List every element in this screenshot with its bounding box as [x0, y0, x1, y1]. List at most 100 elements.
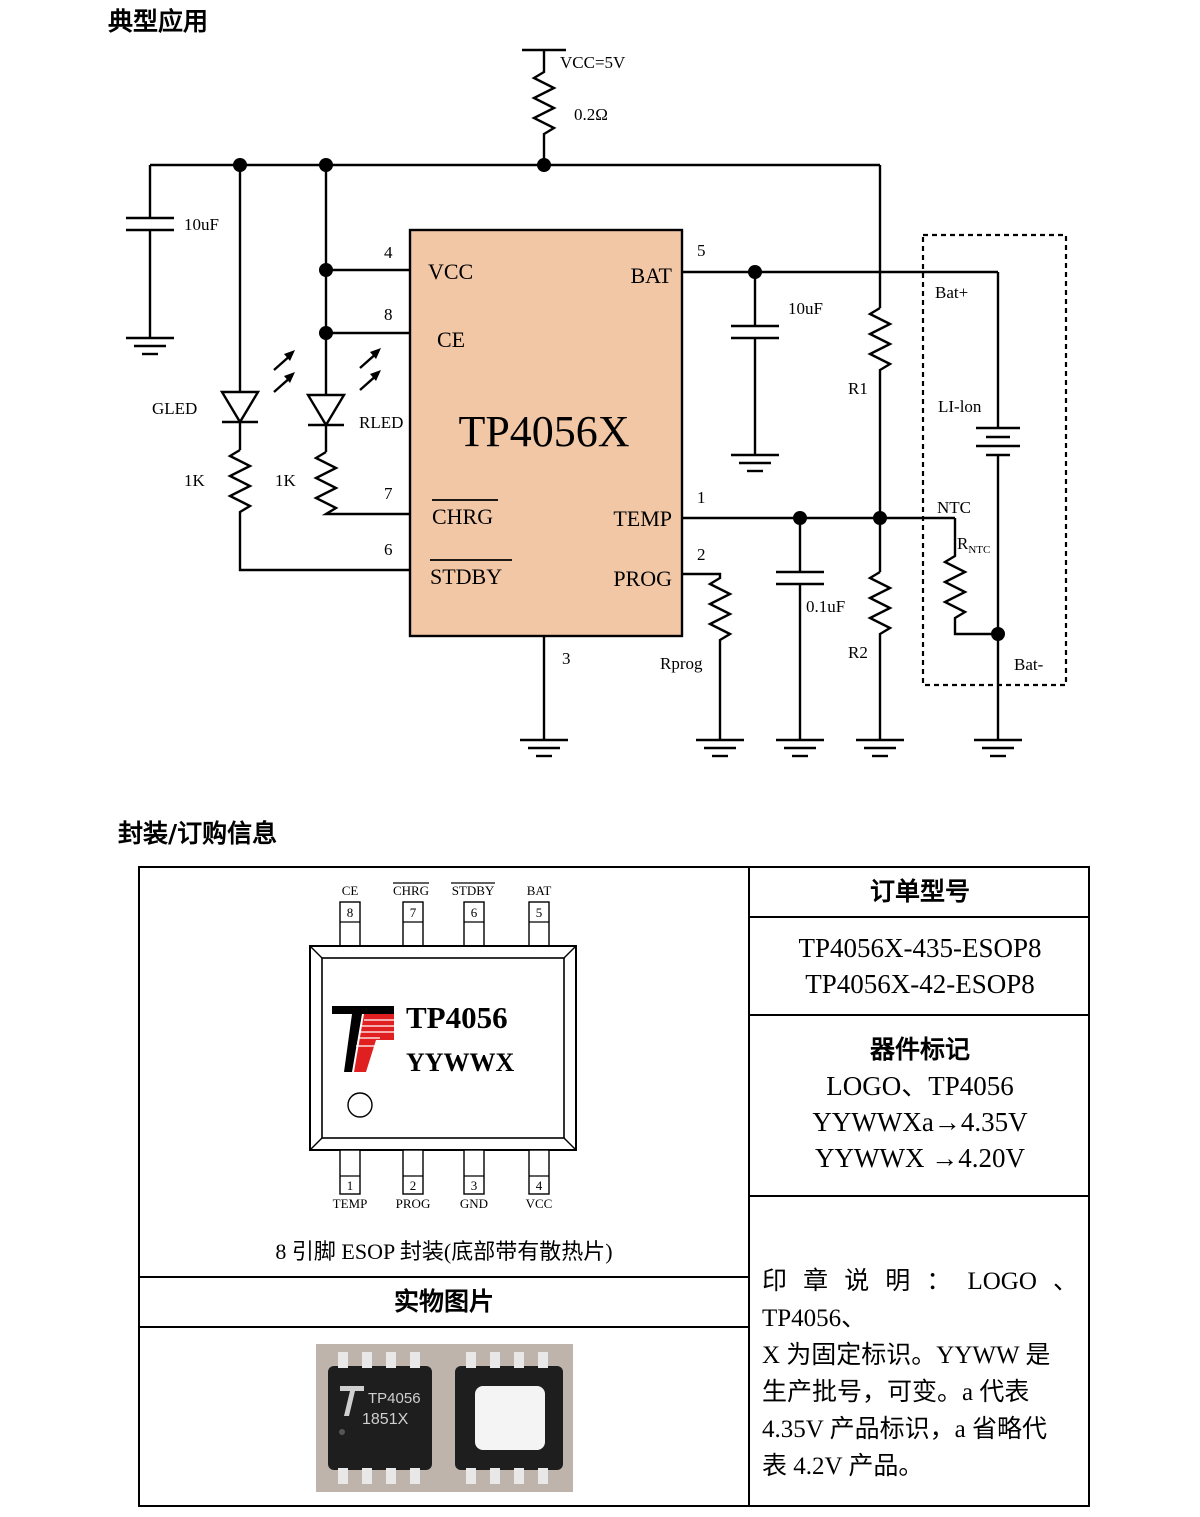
marking-line: YYWWX →4.20V	[815, 1143, 1025, 1173]
gled-resistor-label: 1K	[184, 471, 206, 490]
table-divider	[748, 1195, 1088, 1197]
chip-marking-2: 1851X	[362, 1411, 409, 1428]
chip-photo: TP4056 1851X	[316, 1344, 573, 1492]
esop8-package-drawing: CE CHRG STDBY BAT 8 7 6 5	[309, 882, 577, 1211]
input-cap-label: 10uF	[184, 215, 219, 234]
marking-title: 器件标记	[869, 1035, 970, 1064]
note-line: 生产批号，可变。a 代表	[762, 1379, 1030, 1406]
application-schematic: VCC=5V 0.2Ω 10uF GLED 1K	[126, 48, 1068, 758]
junction-dot	[319, 263, 333, 277]
pin-lead	[339, 1149, 361, 1195]
pin-label-prog: PROG	[613, 566, 672, 591]
pin-label-chrg: CHRG	[432, 504, 493, 529]
r2-label: R2	[848, 643, 868, 662]
ic-name: TP4056X	[458, 407, 629, 456]
pin-number: 7	[410, 905, 417, 920]
package-drawing-cell: CE CHRG STDBY BAT 8 7 6 5	[140, 868, 748, 1276]
pin-number-stdby: 6	[384, 540, 393, 559]
junction-dot	[537, 158, 551, 172]
pin-label-ce: CE	[437, 327, 465, 352]
section-title-typical-application: 典型应用	[108, 7, 209, 36]
ordering-parts: TP4056X-435-ESOP8 TP4056X-42-ESOP8	[750, 930, 1090, 1002]
thermal-pad	[475, 1386, 545, 1450]
pin-name: PROG	[396, 1196, 431, 1211]
junction-dot	[873, 511, 887, 525]
pin-number-vcc: 4	[384, 243, 393, 262]
pin-number-temp: 1	[697, 488, 706, 507]
rled-emission-arrows	[359, 348, 381, 391]
photo-title: 实物图片	[393, 1287, 494, 1316]
r1-r2-divider	[856, 165, 904, 758]
package-marking-line1: TP4056	[406, 1000, 508, 1035]
pin-number: 4	[536, 1178, 543, 1193]
table-divider	[140, 1276, 748, 1278]
temp-capacitor	[776, 518, 824, 758]
pin-lead	[402, 1149, 424, 1195]
junction-dot	[991, 627, 1005, 641]
brand-logo	[332, 1006, 394, 1072]
pin1-indicator	[347, 1092, 373, 1118]
table-divider	[748, 1014, 1088, 1016]
pin-number-gnd: 3	[562, 649, 571, 668]
part-number: TP4056X-42-ESOP8	[805, 969, 1035, 999]
junction-dot	[319, 326, 333, 340]
ic-ground	[520, 636, 568, 758]
marking-note: 印章说明：LOGO、TP4056、 X 为固定标识。YYWW 是 生产批号，可变…	[750, 1263, 1090, 1485]
rled-resistor-label: 1K	[275, 471, 297, 490]
pin-number: 6	[471, 905, 478, 920]
photo-cell: TP4056 1851X	[140, 1328, 748, 1505]
pin-name: GND	[460, 1196, 488, 1211]
pin-number-chrg: 7	[384, 484, 393, 503]
pin-name: TEMP	[333, 1196, 368, 1211]
gled-branch	[219, 165, 410, 572]
r1-label: R1	[848, 379, 868, 398]
bottom-pin-row: 1 2 3 4 TEMP PROG GND VCC	[333, 1149, 552, 1211]
temp-cap-label: 0.1uF	[806, 597, 845, 616]
bat-plus-label: Bat+	[935, 283, 968, 302]
pin-label-bat: BAT	[630, 263, 672, 288]
chip-top-view: TP4056 1851X	[328, 1352, 432, 1484]
table-divider	[748, 916, 1088, 918]
battery-cell	[974, 272, 1022, 758]
rled-branch	[305, 165, 410, 516]
pin-number-bat: 5	[697, 241, 706, 260]
battery-pack-outline	[921, 233, 1068, 687]
pin-lead	[463, 1149, 485, 1195]
pin-number: 5	[536, 905, 543, 920]
vcc-label: VCC=5V	[560, 53, 626, 72]
rled-label: RLED	[359, 413, 403, 432]
pin-name: BAT	[527, 883, 552, 898]
pin-name: STDBY	[452, 883, 495, 898]
gled-emission-arrows	[273, 350, 295, 393]
pin-number: 1	[347, 1178, 354, 1193]
table-divider	[140, 1326, 748, 1328]
table-divider	[748, 868, 750, 1505]
rprog-resistor	[682, 572, 744, 758]
package-marking-line2: YYWWX	[406, 1048, 515, 1077]
note-line: 印章说明：LOGO、TP4056、	[762, 1268, 1078, 1332]
pin-number: 8	[347, 905, 354, 920]
sense-resistor	[531, 50, 557, 163]
ntc-label: NTC	[937, 498, 971, 517]
input-capacitor	[126, 165, 174, 356]
top-pin-row: CE CHRG STDBY BAT 8 7 6 5	[339, 882, 552, 947]
ordering-title: 订单型号	[869, 877, 970, 906]
bat-minus-label: Bat-	[1014, 655, 1044, 674]
marking-line: LOGO、TP4056	[826, 1071, 1014, 1101]
bat-cap-label: 10uF	[788, 299, 823, 318]
marking-line: YYWWXa→4.35V	[812, 1107, 1028, 1137]
note-line: 表 4.2V 产品。	[762, 1453, 924, 1480]
gled-label: GLED	[152, 399, 197, 418]
pin-label-temp: TEMP	[613, 506, 672, 531]
pin-number-prog: 2	[697, 545, 706, 564]
pin-number: 2	[410, 1178, 417, 1193]
note-line: 4.35V 产品标识，a 省略代	[762, 1416, 1047, 1443]
pin-number: 3	[471, 1178, 478, 1193]
section-title-package-ordering: 封装/订购信息	[118, 819, 278, 848]
pin-label-stdby: STDBY	[430, 564, 502, 589]
package-ordering-table: CE CHRG STDBY BAT 8 7 6 5	[138, 866, 1090, 1507]
pin-name: CE	[342, 883, 359, 898]
pin-name: CHRG	[393, 883, 429, 898]
sense-resistor-label: 0.2Ω	[574, 105, 608, 124]
li-ion-label: LI-lon	[938, 397, 982, 416]
